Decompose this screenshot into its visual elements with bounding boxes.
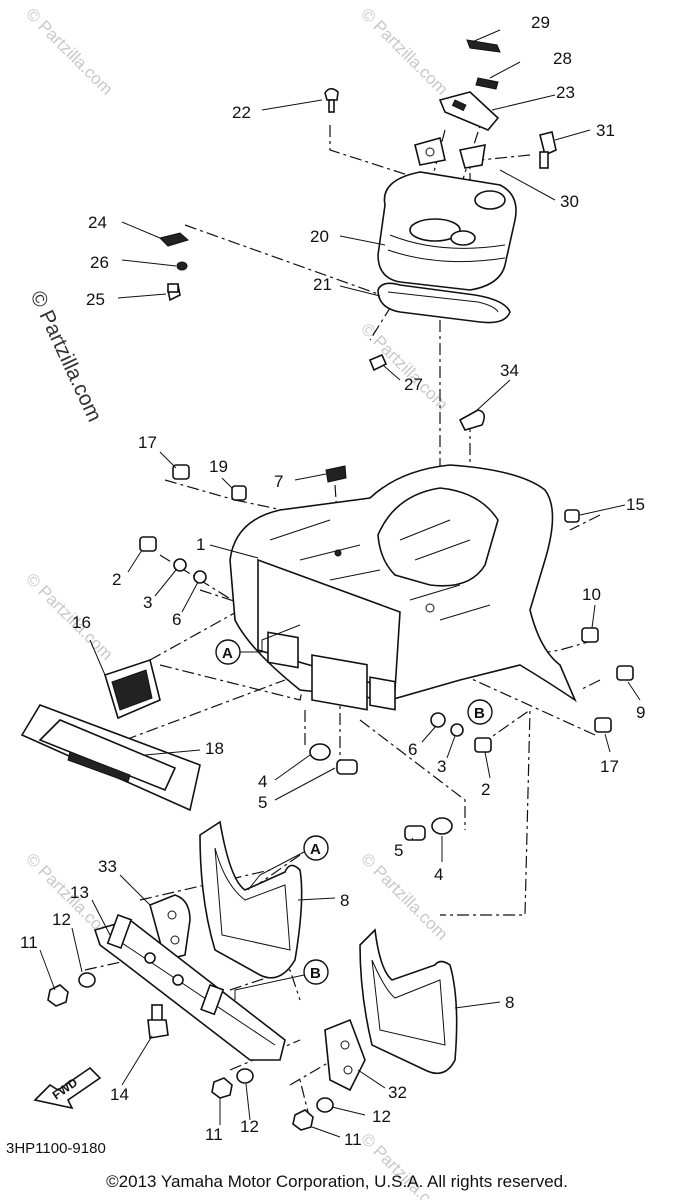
lamp-16 [104, 658, 161, 720]
diagram-part-code: 3HP1100-9180 [6, 1140, 106, 1157]
part-29-shape [466, 39, 501, 53]
label-21: 21 [313, 275, 332, 294]
label-4-left: 4 [258, 772, 267, 791]
label-3-left: 3 [143, 593, 152, 612]
label-9: 9 [636, 703, 645, 722]
stay-13 [93, 913, 286, 1061]
copyright-notice: ©2013 Yamaha Motor Corporation, U.S.A. A… [106, 1172, 568, 1191]
label-22: 22 [232, 103, 251, 122]
bracket-33 [149, 894, 191, 961]
part-labels: 29 28 23 22 31 30 20 24 26 25 21 27 34 1… [20, 13, 645, 1149]
gasket-21 [377, 282, 511, 324]
label-4-right: 4 [434, 865, 443, 884]
label-28: 28 [553, 49, 572, 68]
label-30: 30 [560, 192, 579, 211]
label-12-right: 12 [372, 1107, 391, 1126]
label-31: 31 [596, 121, 615, 140]
fender-hardware [139, 464, 634, 841]
label-27: 27 [404, 375, 423, 394]
label-13: 13 [70, 883, 89, 902]
label-1: 1 [196, 535, 205, 554]
label-23: 23 [556, 83, 575, 102]
label-8-right: 8 [505, 993, 514, 1012]
label-5-left: 5 [258, 793, 267, 812]
label-2-right: 2 [481, 780, 490, 799]
leader-lines [39, 29, 641, 1138]
label-25: 25 [86, 290, 105, 309]
label-17-lower: 17 [600, 757, 619, 776]
fwd-arrow: FWD [33, 1066, 102, 1110]
bracket-32 [324, 1018, 366, 1092]
label-32: 32 [388, 1083, 407, 1102]
label-12-left: 12 [52, 910, 71, 929]
label-12-middle: 12 [240, 1117, 259, 1136]
reference-markers: A B A B [215, 624, 493, 1000]
label-15: 15 [626, 495, 645, 514]
label-20: 20 [310, 227, 329, 246]
ref-a-lower: A [310, 841, 321, 858]
grill-18 [20, 704, 201, 812]
mud-flap-8-right [359, 928, 458, 1075]
label-6-right: 6 [408, 740, 417, 759]
label-3-right: 3 [437, 757, 446, 776]
label-18: 18 [205, 739, 224, 758]
ref-a-upper: A [222, 645, 233, 662]
label-16: 16 [72, 613, 91, 632]
label-2-left: 2 [112, 570, 121, 589]
front-fender-1 [229, 464, 577, 711]
label-10: 10 [582, 585, 601, 604]
label-29: 29 [531, 13, 550, 32]
ref-b-upper: B [474, 705, 485, 722]
label-17-upper: 17 [138, 433, 157, 452]
bottom-hardware [47, 972, 334, 1131]
mud-flap-8-left [199, 820, 303, 979]
label-6-left: 6 [172, 610, 181, 629]
label-34: 34 [500, 361, 519, 380]
label-11-left: 11 [20, 933, 38, 952]
top-small-parts [159, 39, 557, 431]
watermark-7: © Partzilla.com [357, 849, 451, 943]
label-7: 7 [274, 472, 283, 491]
watermark-3: © Partzilla.com [357, 319, 451, 413]
label-11-right: 11 [344, 1130, 362, 1149]
label-5-right: 5 [394, 841, 403, 860]
label-33: 33 [98, 857, 117, 876]
label-14: 14 [110, 1085, 129, 1104]
ref-b-lower: B [310, 965, 321, 982]
label-24: 24 [88, 213, 107, 232]
label-11-middle: 11 [205, 1125, 223, 1144]
label-26: 26 [90, 253, 109, 272]
label-19: 19 [209, 457, 228, 476]
watermark-2: © Partzilla.com [357, 4, 451, 98]
part-28-shape [475, 77, 499, 90]
watermark-4: © Partzilla.com [22, 569, 116, 663]
watermark-1: © Partzilla.com [22, 4, 116, 98]
front-cover-20 [377, 171, 517, 291]
label-8-left: 8 [340, 891, 349, 910]
